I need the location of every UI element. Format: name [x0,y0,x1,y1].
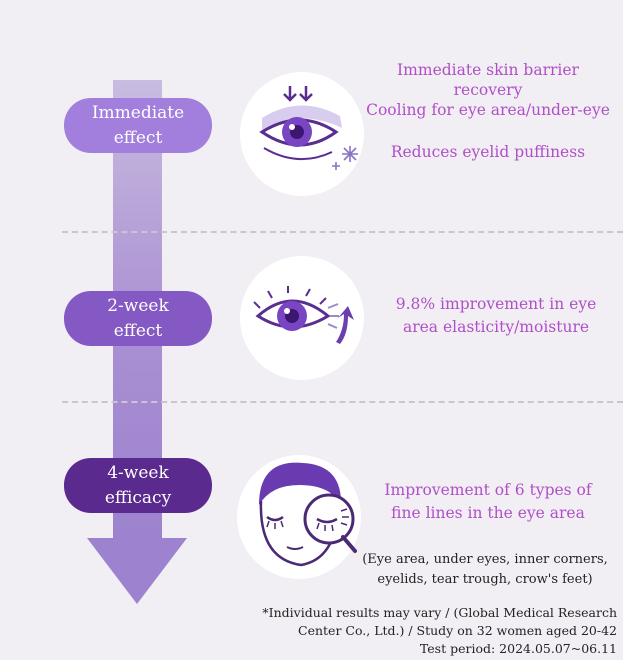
eye-lifting-arrow-icon [253,286,354,344]
benefit-cooling: Cooling for eye area/under-eye [366,101,610,119]
fine-lines-detail-line1: (Eye area, under eyes, inner corners, [362,552,608,567]
section-divider-1 [62,231,623,233]
benefit-fine-lines-line2: fine lines in the eye area [391,504,585,522]
footnote-line3: Test period: 2024.05.07~06.11 [419,641,617,656]
stage-4week-pill: 4-week efficacy [64,458,212,513]
benefit-puffiness: Reduces eyelid puffiness [390,143,586,161]
stage-4week-label: 4-week efficacy [104,462,172,508]
face-magnifier-icon [259,462,357,567]
stage-2week-pill: 2-week effect [64,291,212,346]
footnote-line2: Center Co., Ltd.) / Study on 32 women ag… [298,623,617,638]
stage-immediate-label: Immediate effect [91,102,185,148]
benefit-fine-lines-line1: Improvement of 6 types of [384,481,592,499]
benefit-barrier-recovery: Immediate skin barrier recovery [397,61,579,99]
benefit-elasticity-line1: 9.8% improvement in eye [395,295,597,313]
stage-immediate-icon-circle [240,72,364,196]
footnote-line1: *Individual results may vary / (Global M… [262,605,617,620]
stage-4week-icon-circle [237,455,361,579]
eye-pressing-arrows-icon [259,86,358,170]
stage-2week-icon-circle [240,256,364,380]
stage-immediate-pill: Immediate effect [64,98,212,153]
section-divider-2 [62,401,623,403]
stage-2week-label: 2-week effect [107,295,169,341]
timeline-arrow-head-icon [87,538,187,604]
fine-lines-detail-line2: eyelids, tear trough, crow's feet) [377,572,593,587]
benefit-elasticity-line2: area elasticity/moisture [402,318,590,336]
